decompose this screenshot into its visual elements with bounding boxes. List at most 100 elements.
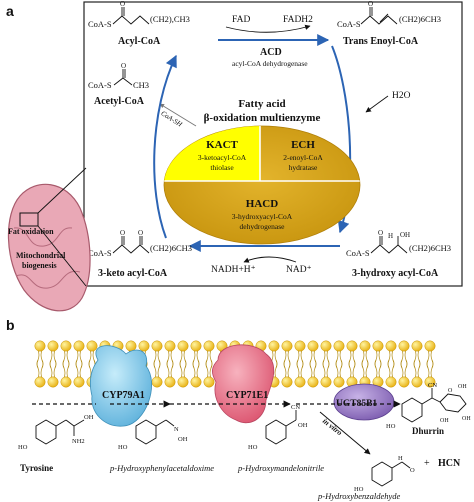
panel-a-frame — [83, 1, 463, 287]
lipid-tail — [183, 359, 187, 379]
acyl-coa-structure: CoA-S O (CH2),CH3 Acyl-CoA — [88, 0, 190, 47]
benzaldehyde-label: p-Hydroxybenzaldehyde — [317, 491, 401, 501]
lipid-tail — [322, 359, 326, 379]
hydroxy-coa-name: 3-hydroxy acyl-CoA — [352, 268, 439, 279]
lipid-tail — [365, 359, 369, 379]
hacd-abbr: HACD — [246, 198, 278, 210]
lipid-head — [151, 340, 163, 352]
lipid-head — [359, 340, 371, 352]
acetyl-coa-coa-label: CoA-S — [88, 80, 112, 90]
lipid-tail — [62, 359, 66, 379]
lipid-head — [385, 376, 397, 388]
lipid-tail — [417, 359, 421, 379]
dhurrin-label: Dhurrin — [412, 426, 444, 436]
lipid-tail — [378, 359, 382, 379]
acyl-coa-o: O — [120, 0, 125, 8]
lipid-head — [307, 376, 319, 388]
dhurrin-oh3: OH — [440, 418, 449, 424]
coa-sh-label: CoA-SH — [159, 109, 184, 129]
tyrosine-nh2: NH2 — [72, 438, 85, 445]
fadh2-label: FADH2 — [283, 15, 313, 25]
lipid-tail — [404, 359, 408, 379]
in-vitro-label: in vitro — [321, 416, 344, 437]
h2o-label: H2O — [392, 91, 411, 101]
tyrosine-label: Tyrosine — [20, 463, 53, 473]
lipid-tail — [400, 359, 404, 379]
lipid-tail — [66, 359, 70, 379]
multienzyme-title-line1: Fatty acid — [238, 98, 285, 110]
fat-oxidation-label: Fat oxidation — [8, 227, 54, 236]
multienzyme-title-line2: β-oxidation multienzyme — [204, 112, 321, 124]
lipid-tail — [326, 359, 330, 379]
keto-coa-name: 3-keto acyl-CoA — [98, 268, 168, 279]
lipid-head — [398, 340, 410, 352]
keto-coa-coa-label: CoA-S — [88, 248, 112, 258]
lipid-tail — [179, 359, 183, 379]
kact-cycle-arrow — [153, 54, 177, 239]
lipid-tail — [196, 359, 200, 379]
cyp79a1-label: CYP79A1 — [102, 390, 145, 401]
hydroxy-acyl-coa-structure: CoA-S O OH H (CH2)6CH3 3-hydroxy acyl-Co… — [346, 229, 451, 279]
lipid-head — [34, 376, 46, 388]
keto-acyl-coa-structure: CoA-S O O (CH2)6CH3 3-keto acyl-CoA — [88, 229, 192, 279]
keto-coa-chain: (CH2)6CH3 — [150, 243, 192, 253]
dhurrin-ho: HO — [386, 423, 396, 430]
lipid-tail — [313, 359, 317, 379]
lipid-head — [320, 376, 332, 388]
lipid-tail — [339, 359, 343, 379]
lipid-tail — [75, 359, 79, 379]
kact-abbr: KACT — [206, 139, 238, 151]
lipid-tail — [361, 359, 365, 379]
lipid-tail — [153, 359, 157, 379]
mitochondrion-icon — [7, 167, 91, 312]
lipid-head — [281, 376, 293, 388]
enoyl-coa-name: Trans Enoyl-CoA — [343, 36, 419, 47]
lipid-head — [86, 340, 98, 352]
lipid-tail — [209, 359, 213, 379]
lipid-tail — [274, 359, 278, 379]
lipid-head — [73, 340, 85, 352]
aldoxime-n: N — [174, 426, 179, 433]
benzaldehyde-h: H — [398, 455, 403, 462]
zoom-line-top — [37, 167, 87, 214]
lipid-tail — [352, 359, 356, 379]
lipid-head — [203, 340, 215, 352]
lipid-head — [73, 376, 85, 388]
lipid-head — [47, 340, 59, 352]
lipid-tail — [413, 359, 417, 379]
tyrosine-structure: OH NH2 HO — [18, 414, 94, 451]
lipid-tail — [79, 359, 83, 379]
lipid-tail — [170, 359, 174, 379]
plus-sign: + — [424, 458, 430, 469]
acyl-coa-name: Acyl-CoA — [118, 36, 161, 47]
trans-enoyl-coa-structure: CoA-S O (CH2)6CH3 Trans Enoyl-CoA — [337, 0, 441, 47]
in-vitro-arrow — [319, 411, 371, 455]
lipid-head — [177, 340, 189, 352]
mandelonitrile-oh: OH — [298, 422, 308, 429]
lipid-tail — [387, 359, 391, 379]
hcn-label: HCN — [438, 458, 461, 469]
panel-b-letter: b — [6, 317, 15, 333]
keto-coa-o2: O — [138, 229, 143, 237]
hydroxy-coa-chain: (CH2)6CH3 — [409, 243, 451, 253]
lipid-head — [190, 340, 202, 352]
lipid-head — [346, 340, 358, 352]
lipid-head — [164, 376, 176, 388]
lipid-head — [190, 376, 202, 388]
zoom-line-bottom — [37, 225, 87, 287]
aldoxime-oh: OH — [178, 436, 188, 443]
acetyl-coa-structure: CoA-S O CH3 Acetyl-CoA — [88, 62, 149, 107]
lipid-tail — [335, 359, 339, 379]
ech-line1: 2-enoyl-CoA — [283, 153, 323, 162]
benzaldehyde-ho: HO — [354, 486, 364, 493]
cyp71e1-enzyme — [212, 344, 275, 424]
aldoxime-label: p-Hydroxyphenylacetaldoxime — [109, 463, 214, 473]
enoyl-coa-chain: (CH2)6CH3 — [399, 14, 441, 24]
lipid-tail — [430, 359, 434, 379]
dhurrin-cn: CN — [428, 382, 437, 389]
lipid-head — [60, 340, 72, 352]
keto-coa-o1: O — [120, 229, 125, 237]
dhurrin-oh1: OH — [458, 384, 467, 390]
benzaldehyde-structure: O H HO — [354, 455, 415, 493]
lipid-head — [281, 340, 293, 352]
